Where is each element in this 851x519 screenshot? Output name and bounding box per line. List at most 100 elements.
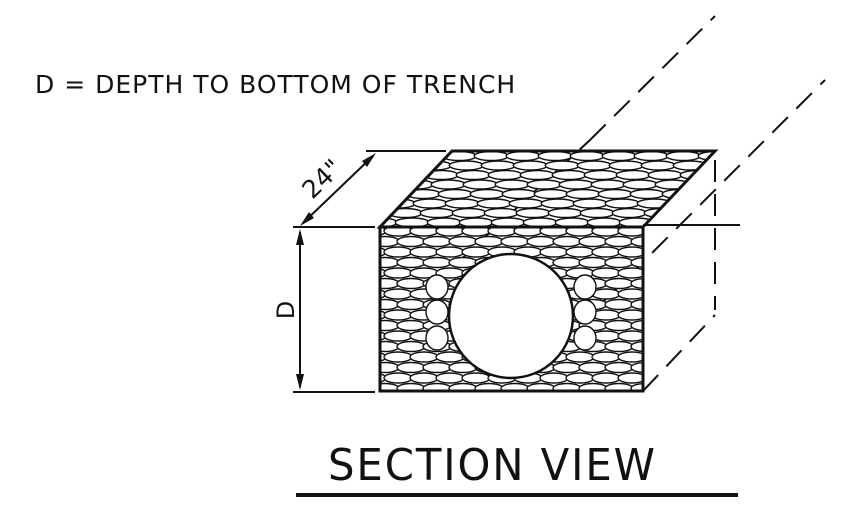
gravel-stone	[644, 289, 672, 299]
gravel-stone	[644, 226, 672, 236]
gravel-stone	[617, 246, 643, 258]
gravel-stone	[540, 198, 576, 209]
section-view-title: SECTION VIEW	[328, 440, 657, 491]
gravel-stone	[640, 160, 676, 171]
trench-outline	[376, 149, 719, 393]
gravel-stone	[591, 267, 621, 279]
gravel-stone	[430, 179, 466, 190]
gravel-stone	[558, 179, 594, 190]
gravel-stone	[455, 169, 491, 181]
gravel-stone	[583, 169, 619, 181]
gravel-stone	[476, 198, 512, 209]
gravel-stone	[533, 188, 569, 200]
depth-label: D	[272, 301, 300, 319]
gravel-stone	[425, 299, 449, 325]
gravel-stone	[380, 352, 387, 362]
gravel-stone	[396, 298, 426, 311]
gravel-stone	[383, 246, 413, 258]
gravel-stone	[462, 179, 498, 190]
gravel-stone	[487, 169, 523, 181]
gravel-stone	[444, 198, 480, 209]
gravel-stone	[380, 373, 387, 383]
width-dimension-line	[302, 155, 374, 224]
gravel-stone	[483, 207, 519, 219]
gravel-stone	[565, 351, 595, 363]
gravel-stone	[425, 325, 449, 351]
gravel-stone	[396, 340, 426, 353]
gravel-stone	[630, 277, 643, 290]
gravel-stone	[383, 330, 413, 342]
gravel-stone	[396, 235, 426, 248]
gravel-stone	[425, 274, 449, 300]
pipe-hidden-line-right	[579, 79, 826, 326]
gravel-stone	[573, 325, 597, 351]
gravel-stone	[448, 235, 478, 248]
gravel-stone	[719, 180, 753, 189]
gravel-stone	[617, 309, 643, 321]
gravel-stone	[419, 207, 455, 219]
gravel-stone	[512, 160, 548, 171]
gravel-stone	[544, 160, 580, 171]
gravel-stone	[630, 340, 643, 353]
gravel-stone	[622, 179, 658, 190]
gravel-stone	[380, 361, 400, 374]
gravel-stone	[552, 361, 582, 374]
gravel-stone	[644, 268, 672, 278]
gravel-stone	[604, 340, 634, 353]
gravel-stone	[617, 227, 643, 237]
gravel-stone	[501, 188, 537, 200]
gravel-stone	[704, 160, 715, 171]
gravel-stone	[591, 246, 621, 258]
gravel-stone	[552, 256, 582, 269]
gravel-stone	[565, 188, 601, 200]
gravel-stone	[552, 235, 582, 248]
gravel-stone	[380, 289, 387, 299]
pipe-hidden-line-upper	[589, 15, 716, 141]
depth-note: D = DEPTH TO BOTTOM OF TRENCH	[35, 70, 517, 99]
gravel-stone	[617, 267, 643, 279]
width-dimension	[300, 150, 446, 226]
gravel-stone	[383, 288, 413, 300]
gravel-stone	[551, 169, 587, 181]
gravel-stone	[448, 160, 484, 171]
gravel-stone	[633, 151, 669, 162]
gravel-stone	[396, 361, 426, 374]
gravel-stone	[383, 309, 413, 321]
gravel-stone	[644, 331, 672, 341]
gravel-stone	[383, 372, 413, 384]
gravel-stone	[380, 310, 387, 320]
gravel-stone	[422, 235, 452, 248]
gravel-stone	[617, 351, 643, 363]
gravel-stone	[578, 256, 608, 269]
gravel-stone	[630, 382, 643, 391]
gravel-stone	[422, 361, 452, 374]
gravel-stone	[500, 235, 530, 248]
gravel-stone	[590, 179, 626, 190]
depth-arrow-top	[296, 229, 304, 245]
gravel-stone	[565, 246, 595, 258]
title-underline	[296, 493, 738, 497]
gravel-stone	[469, 188, 505, 200]
gravel-stone	[617, 372, 643, 384]
gravel-stone	[604, 298, 634, 311]
gravel-stone	[569, 151, 605, 162]
gravel-stone	[675, 207, 711, 219]
gravel-stone	[644, 352, 672, 362]
depth-dimension	[293, 226, 375, 393]
gravel-stone	[647, 169, 683, 181]
gravel-stone	[396, 319, 426, 332]
gravel-stone	[380, 256, 400, 269]
gravel-stone	[615, 169, 651, 181]
gravel-stone	[526, 235, 556, 248]
gravel-stone	[391, 169, 427, 181]
gravel-stone	[461, 246, 491, 258]
gravel-stone	[435, 246, 465, 258]
gravel-stone	[597, 188, 633, 200]
gravel-stone	[380, 298, 400, 311]
gravel-stone	[396, 256, 426, 269]
gravel-stone	[547, 207, 583, 219]
gravel-stone	[668, 198, 704, 209]
gravel-stone	[380, 331, 387, 341]
gravel-stone	[451, 207, 487, 219]
